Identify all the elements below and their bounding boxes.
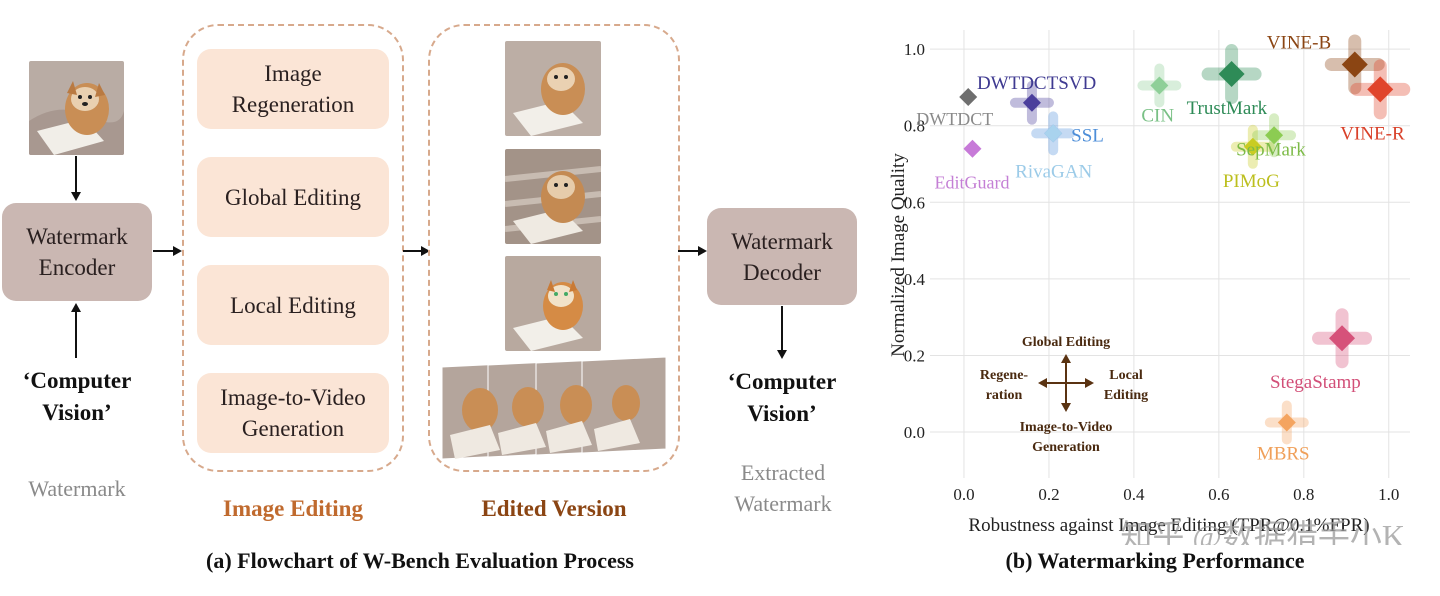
arrow-right-icon [1085,378,1094,388]
arrow-left-icon [1038,378,1047,388]
arrow-down-icon [1061,403,1071,412]
editguard-marker [963,139,982,158]
edited-photo-global [505,149,601,244]
arrow-right-icon [678,246,707,256]
chart-grid [930,30,1410,478]
x-tick-labels: 0.0 0.2 0.4 0.6 0.8 1.0 [953,485,1399,504]
stegastamp-label: StegaStamp [1270,372,1361,393]
dwtdctsvd-marker [1022,93,1041,112]
arrow-right-icon [153,246,182,256]
y-tick-label: 0.2 [904,346,925,365]
point-labels: DWTDCT DWTDCTSVD SSL RivaGAN EditGuard CIN Tru… [916,32,1405,464]
dwtdctsvd-label: DWTDCTSVD [977,73,1096,94]
pimog-label: PIMoG [1223,171,1280,192]
caption-b: (b) Watermarking Performance [1005,548,1305,573]
watermark-decoder-box: Watermark Decoder [707,208,857,305]
dwtdct-marker [959,88,978,107]
arrow-right-icon [403,246,430,256]
output-text: ‘Computer Vision’ [727,369,837,426]
edit-local: Local Editing [197,265,389,345]
edited-photo-regeneration [505,41,601,136]
y-tick-label: 0.0 [904,423,925,442]
dwtdct-label: DWTDCT [916,109,993,129]
x-axis-label: Robustness against Image Editing (TPR@0.… [968,515,1369,536]
editguard-label: EditGuard [934,173,1009,193]
cin-label: CIN [1141,106,1174,127]
pimog-marker [1243,137,1262,156]
legend-global-editing: Global Editing [1022,335,1110,350]
image-editing-group [182,24,404,472]
y-axis-label: Normalized Image Quality [888,153,909,357]
dog-image-icon [29,61,124,155]
watermark-overlay: 知乎 @数据猎手小K [1120,518,1405,545]
ssl-label: SSL [1071,125,1104,146]
arrow-up-icon [71,303,81,358]
edited-version-label: Edited Version [481,496,627,521]
sepmark-label: SepMark [1236,139,1306,160]
arrow-down-icon [777,306,787,359]
watermark-encoder-box: Watermark Encoder [2,203,152,301]
input-dog-photo [29,61,124,155]
vine-r-label: VINE-R [1340,123,1405,144]
arrow-down-icon [71,156,81,201]
caption-a: (a) Flowchart of W-Bench Evaluation Proc… [206,548,634,573]
x-tick-label: 0.4 [1123,485,1145,504]
y-tick-labels: 0.0 0.2 0.4 0.6 0.8 1.0 [904,40,926,442]
watermarking-scatter-chart: 0.0 0.2 0.4 0.6 0.8 1.0 0.0 0.2 0.4 0.6 0.8 1.0 DW… [888,30,1411,545]
edited-version-group [428,24,680,472]
mbrs-label: MBRS [1257,443,1310,464]
output-label: Extracted Watermark [734,460,832,516]
y-tick-label: 1.0 [904,40,925,59]
rivagan-marker [1044,124,1063,143]
image-editing-label: Image Editing [223,496,363,521]
vine-b-marker [1341,51,1368,78]
legend-regeneration: Regene-ration [980,368,1029,403]
mbrs-marker [1277,413,1296,432]
x-tick-label: 0.2 [1038,485,1059,504]
y-tick-label: 0.4 [904,270,926,289]
vine-b-label: VINE-B [1267,32,1331,53]
sepmark-marker [1265,126,1284,145]
edit-regeneration: Image Regeneration [197,49,389,129]
rivagan-label: RivaGAN [1015,161,1092,182]
x-tick-label: 1.0 [1378,485,1399,504]
input-label: Watermark [28,476,126,501]
vine-r-marker [1367,76,1394,103]
y-tick-label: 0.6 [904,193,925,212]
input-text: ‘Computer Vision’ [22,368,132,425]
edit-image-to-video: Image-to-Video Generation [197,373,389,453]
edited-photo-local [505,256,601,351]
x-tick-label: 0.0 [953,485,974,504]
y-tick-label: 0.8 [904,117,925,136]
trustmark-label: TrustMark [1187,98,1268,119]
cin-marker [1150,76,1169,95]
stegastamp-marker [1329,325,1356,352]
edit-global: Global Editing [197,157,389,237]
arrow-up-icon [1061,354,1071,363]
edited-video-frames [440,355,668,465]
x-tick-label: 0.8 [1293,485,1314,504]
chart-points [959,34,1411,445]
trustmark-marker [1218,61,1245,88]
x-tick-label: 0.6 [1208,485,1229,504]
